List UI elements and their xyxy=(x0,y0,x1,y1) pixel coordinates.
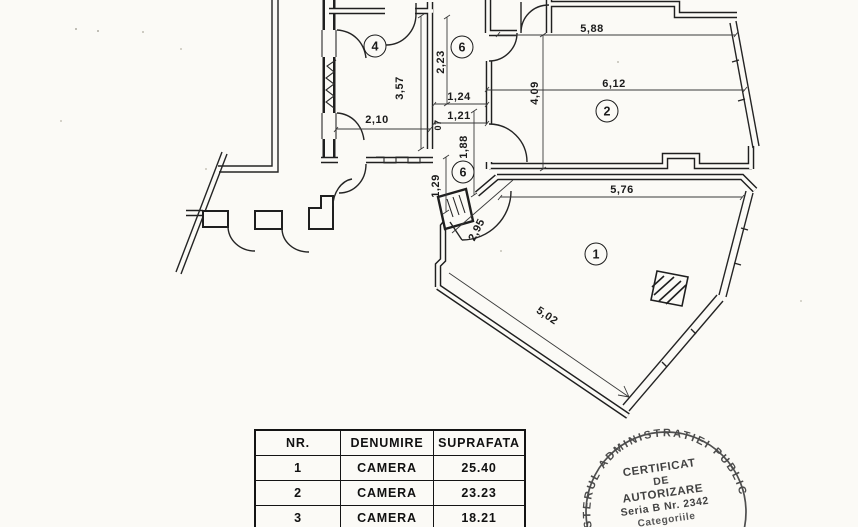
table-row: 1 CAMERA 25.40 xyxy=(254,455,526,481)
door-jamb-block xyxy=(254,210,283,230)
stepped-wall-block xyxy=(308,195,334,230)
window-room2 xyxy=(729,20,760,149)
wall-hatch xyxy=(325,59,337,109)
dim-label: 07 xyxy=(433,119,443,131)
table-row: 2 CAMERA 23.23 xyxy=(254,480,526,506)
dim-label: 4,09 xyxy=(529,81,541,105)
cell-suprafata: 23.23 xyxy=(433,480,526,506)
chimney xyxy=(650,270,689,307)
area-table: NR. DENUMIRE SUPRAFATA 1 CAMERA 25.40 2 … xyxy=(254,429,526,527)
room-number-1: 1 xyxy=(584,242,608,266)
dim-label: 1,88 xyxy=(458,135,470,159)
dim-label: 2,10 xyxy=(365,114,389,126)
thin-boundary-walls xyxy=(175,0,279,275)
dim-label: 1,29 xyxy=(430,174,442,198)
cell-denumire: CAMERA xyxy=(340,505,434,527)
room-number-4: 4 xyxy=(363,34,387,58)
door-jamb-block xyxy=(202,210,229,228)
room-number-2: 2 xyxy=(595,99,619,123)
room-number-6b: 6 xyxy=(451,160,475,184)
table-row: 3 CAMERA 18.21 xyxy=(254,505,526,527)
dimension-lines xyxy=(333,13,748,398)
cell-nr: 1 xyxy=(254,455,341,481)
col-header-nr: NR. xyxy=(254,429,341,456)
door-arcs xyxy=(227,2,550,253)
dim-label: 5,76 xyxy=(610,184,634,196)
scan-noise xyxy=(75,28,77,30)
col-header-suprafata: SUPRAFATA xyxy=(433,429,526,456)
dim-label: 5,88 xyxy=(580,23,604,35)
room-number-6a: 6 xyxy=(450,35,474,59)
cell-nr: 2 xyxy=(254,480,341,506)
window-room1-lower xyxy=(622,294,724,412)
cell-denumire: CAMERA xyxy=(340,455,434,481)
shaft xyxy=(436,187,475,231)
cell-nr: 3 xyxy=(254,505,341,527)
dim-label: 1,21 xyxy=(447,110,471,122)
dim-label: 3,57 xyxy=(394,76,406,100)
dim-label: 1,24 xyxy=(447,91,471,103)
cell-suprafata: 25.40 xyxy=(433,455,526,481)
table-header-row: NR. DENUMIRE SUPRAFATA xyxy=(254,429,526,456)
dim-label: 6,12 xyxy=(602,78,626,90)
window-room1-upper xyxy=(718,190,754,298)
col-header-denumire: DENUMIRE xyxy=(340,429,434,456)
dim-label: 2,23 xyxy=(435,50,447,74)
cell-denumire: CAMERA xyxy=(340,480,434,506)
cell-suprafata: 18.21 xyxy=(433,505,526,527)
